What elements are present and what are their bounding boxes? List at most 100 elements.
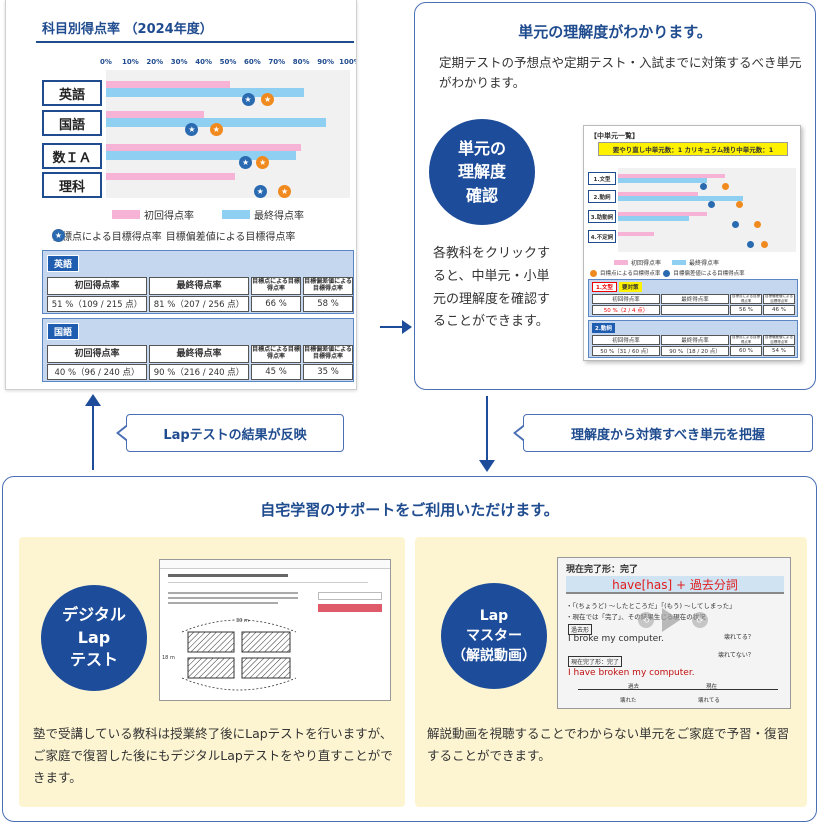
lap-master-text: 解説動画を視聴することでわからない単元をご家庭で予習・復習することができます。: [427, 726, 790, 763]
field-diagram: [181, 619, 297, 691]
submit-answer-button[interactable]: [318, 604, 382, 612]
subject-tag[interactable]: 国語: [47, 323, 80, 340]
subject-table-japanese[interactable]: 国語 初回得点率 最終得点率 目標点による目標得点率 目標偏差値による目標得点率…: [42, 318, 354, 382]
header-first: 初回得点率: [47, 345, 147, 363]
mini-tag[interactable]: 2.動詞: [592, 323, 615, 333]
header-final: 最終得点率: [149, 345, 249, 363]
unit-panel-desc: 定期テストの予想点や定期テスト・入試までに対策するべき単元がわかります。: [439, 55, 802, 90]
video-line2: ・現在では「完了」、その結果生じる現在の状況: [566, 613, 706, 621]
first-rate-bar: [106, 144, 302, 151]
mini-v4: 46 %: [763, 305, 795, 315]
final-rate-bar: [106, 151, 297, 160]
mini-v3: 60 %: [730, 346, 762, 356]
mini-table-2[interactable]: 2.動詞 初回得点率 最終得点率 目標点による目標得点率 目標偏差値による目標得…: [588, 320, 798, 358]
value-deviation: 58 %: [303, 296, 353, 312]
subject-label[interactable]: 国語: [42, 110, 102, 136]
shot-divider: [168, 582, 368, 583]
mini-final-bar: [618, 216, 690, 221]
mini-target-star-icon: [590, 269, 597, 277]
mini-unit-label[interactable]: 4.不定詞: [588, 230, 616, 243]
subject-tag[interactable]: 英語: [47, 255, 80, 272]
first-rate-bar: [106, 173, 236, 180]
deviation-star-icon: ★: [241, 93, 255, 106]
mini-legend-1: 初回得点率 最終得点率: [614, 258, 719, 267]
mini-h4: 目標偏差値による目標得点率: [763, 294, 795, 304]
legend-first: 初回得点率: [144, 211, 194, 222]
shot-toolbar: [160, 560, 390, 569]
legend-final: 最終得点率: [254, 211, 304, 222]
final-rate-bar: [106, 88, 304, 97]
lap-master-badge: Lap マスター （解説動画）: [441, 583, 547, 689]
video-line1: ・「(ちょうど) ～したところだ」「(もう) ～してしまった」: [566, 602, 736, 610]
mini-h3: 目標点による目標得点率: [730, 335, 762, 345]
mini-v1: 50 %（31 / 60 点）: [592, 346, 660, 356]
mini-dev-star-icon: [746, 241, 754, 248]
video-title: 現在完了形：完了: [566, 565, 639, 575]
mini-first-bar: [618, 174, 725, 178]
score-title: 科目別得点率 （2024年度）: [42, 22, 213, 37]
value-final: 81 %（207 / 256 点）: [149, 296, 249, 312]
mini-dev-star-icon: [732, 221, 740, 228]
video-broken: 壊れた: [620, 698, 637, 704]
mini-legend-target: 目標点による目標得点率: [600, 271, 661, 277]
subject-table-english[interactable]: 英語 初回得点率 最終得点率 目標点による目標得点率 目標偏差値による目標得点率…: [42, 250, 354, 314]
deviation-star-icon: ★: [52, 229, 65, 242]
support-title: 自宅学習のサポートをご利用いただけます。: [260, 501, 559, 519]
digital-lap-text: 塾で受講している教科は授業終了後にLapテストを行いますが、ご家庭で復習した後に…: [33, 726, 393, 785]
shot-heading: [168, 574, 288, 577]
arrow-up-head: [85, 394, 101, 406]
subject-label[interactable]: 理科: [42, 172, 102, 198]
unit-panel-text: 各教科をクリックすると、中単元・小単元の理解度を確認することができます。: [433, 246, 551, 330]
lap-master-card: Lap マスター （解説動画） 現在完了形：完了 have[has] + 過去分…: [415, 537, 807, 807]
mini-final-bar: [618, 196, 743, 201]
header-target: 目標点による目標得点率: [251, 277, 301, 295]
mini-unit-label[interactable]: 3.助動詞: [588, 210, 616, 223]
mini-warning-tag: 要対策: [619, 282, 642, 292]
mini-header: 【中単元一覧】: [590, 132, 639, 140]
mini-unit-label[interactable]: 2.動詞: [588, 190, 616, 203]
percent-tick: 40%: [195, 58, 212, 66]
mini-legend-final: 最終得点率: [689, 260, 720, 267]
unit-panel-title: 単元の理解度がわかります。: [518, 23, 712, 41]
video-broken2: 壊れてる: [698, 698, 720, 704]
answer-input[interactable]: [318, 592, 382, 600]
mini-h2: 最終得点率: [661, 294, 729, 304]
percent-tick: 10%: [122, 58, 139, 66]
first-rate-bar: [106, 111, 204, 118]
shot-text-line: [168, 602, 278, 604]
video-q1: 壊れてる？: [724, 634, 754, 641]
mini-target-star-icon: [736, 201, 744, 208]
header-target: 目標点による目標得点率: [251, 345, 301, 363]
mini-table-1[interactable]: 1.文型 要対策 初回得点率 最終得点率 目標点による目標得点率 目標偏差値によ…: [588, 279, 798, 317]
mini-target-star-icon: [760, 241, 768, 248]
forward-10-icon[interactable]: ⟳: [692, 612, 708, 628]
mini-v3: 56 %: [730, 305, 762, 315]
rewind-10-icon[interactable]: ⟲: [638, 612, 654, 628]
home-study-panel: 自宅学習のサポートをご利用いただけます。 デジタル Lap テスト: [2, 476, 817, 822]
percent-tick: 20%: [146, 58, 164, 66]
subject-label[interactable]: 数ＩＡ: [42, 143, 102, 169]
mini-h2: 最終得点率: [661, 335, 729, 345]
legend-line-1: 初回得点率 最終得点率: [112, 207, 304, 222]
mini-dev-star-icon: [707, 201, 715, 208]
deviation-star-icon: ★: [185, 123, 199, 136]
mini-unit-label[interactable]: 1.文型: [588, 172, 616, 185]
lecture-video[interactable]: 現在完了形：完了 have[has] + 過去分詞 ・「(ちょうど) ～したとこ…: [557, 557, 791, 709]
legend-first-swatch: [112, 210, 140, 219]
value-deviation: 35 %: [303, 364, 353, 380]
legend-line-2: ★ 目標点による目標得点率 ★ 目標偏差値による目標得点率: [52, 228, 295, 243]
header-first: 初回得点率: [47, 277, 147, 295]
shot-text-line: [168, 597, 298, 599]
mini-legend-dev: 目標偏差値による目標得点率: [673, 271, 745, 277]
subject-label[interactable]: 英語: [42, 80, 102, 106]
legend-final-swatch: [222, 210, 250, 219]
mini-target-star-icon: [721, 183, 729, 190]
first-rate-bar: [106, 81, 231, 88]
video-tag-perfect: 現在完了形：完了: [568, 656, 623, 667]
mini-dev-star-icon: [663, 269, 671, 277]
mini-notice: 要やり直し中単元数：1 カリキュラム残り中単元数：1: [598, 142, 788, 156]
mini-tag[interactable]: 1.文型: [592, 282, 617, 292]
play-icon[interactable]: [662, 608, 680, 632]
arrow-down-head: [479, 460, 495, 472]
mini-dev-star-icon: [700, 183, 708, 190]
